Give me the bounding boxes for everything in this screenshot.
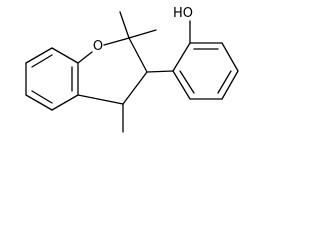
bond — [25, 47, 53, 64]
bond — [51, 47, 79, 64]
double-bond-inner — [31, 90, 53, 104]
bond — [172, 42, 191, 72]
bond — [128, 37, 148, 73]
bond — [25, 94, 53, 111]
bond — [221, 70, 239, 100]
pyran-ring — [77, 37, 148, 105]
double-bond-inner — [179, 70, 195, 94]
bond — [51, 94, 79, 111]
methyl-groups — [119, 11, 157, 133]
methyl-bond — [128, 29, 157, 39]
hydroxyl-label: HO — [173, 6, 193, 21]
double-bond-inner — [217, 70, 232, 94]
aryl-link-bond — [146, 70, 174, 73]
bond-from-oxygen — [103, 37, 130, 46]
phenol-ring — [172, 42, 239, 100]
double-bond-inner — [31, 54, 53, 68]
bond — [221, 42, 239, 72]
chemical-structure-diagram: O HO — [25, 6, 239, 133]
methyl-bond — [119, 11, 130, 39]
bond — [77, 94, 124, 105]
structure-canvas: O HO — [25, 6, 239, 133]
benzo-ring — [25, 47, 79, 111]
bond — [172, 70, 191, 100]
ring-oxygen-label: O — [93, 39, 103, 54]
bond — [122, 71, 148, 105]
bond-to-oxygen — [77, 51, 93, 64]
